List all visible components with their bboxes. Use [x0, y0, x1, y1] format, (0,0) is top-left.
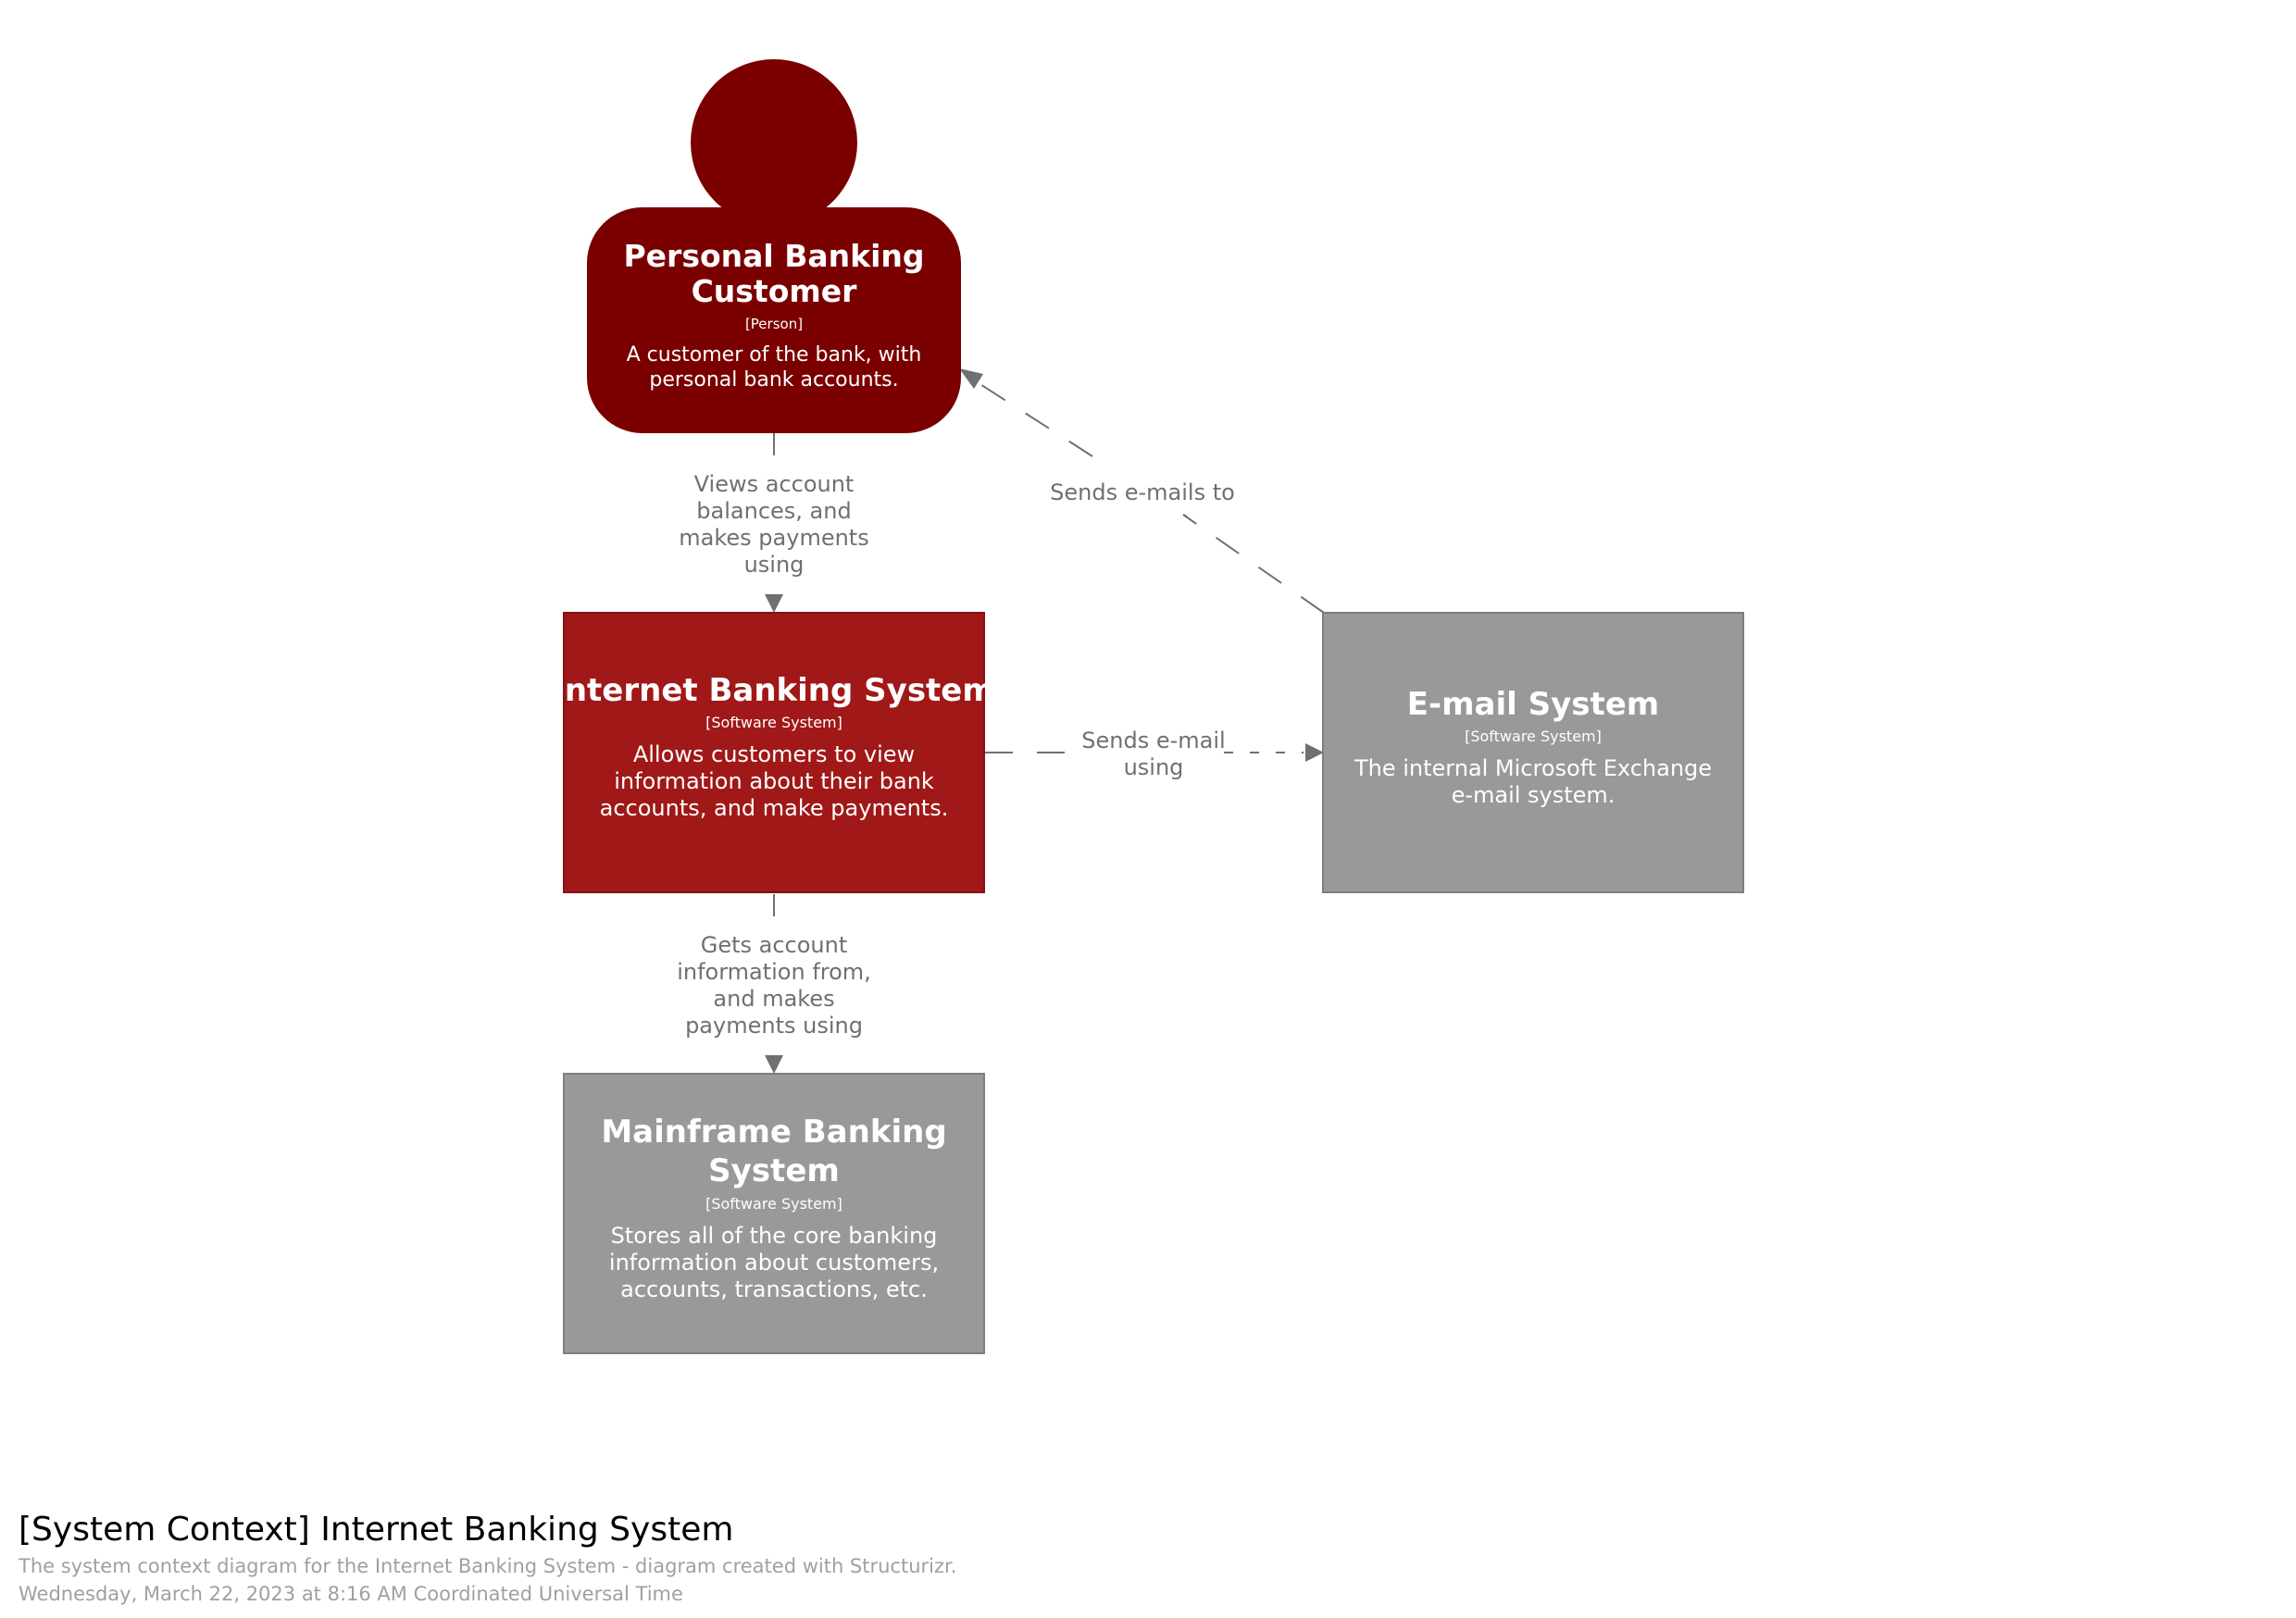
node-email-system[interactable]: E-mail System [Software System] The inte…	[1322, 612, 1744, 893]
edge-email-to-customer	[959, 368, 1325, 614]
edge-label-line: Sends e-mail	[1081, 728, 1225, 753]
node-box	[563, 612, 985, 893]
edge-label-line: using	[744, 552, 805, 578]
node-type: [Software System]	[1465, 728, 1602, 745]
node-type: [Software System]	[705, 1195, 842, 1213]
edge-customer-to-internet-banking	[765, 433, 783, 613]
node-description: accounts, transactions, etc.	[620, 1276, 928, 1302]
edge-label-line: Gets account	[701, 932, 848, 958]
node-box	[1322, 612, 1744, 893]
edge-label-line: Views account	[694, 471, 855, 497]
node-box	[563, 1073, 985, 1354]
node-description: The internal Microsoft Exchange	[1354, 755, 1712, 781]
edge-label-line: information from,	[677, 959, 871, 985]
node-title: Mainframe Banking	[601, 1114, 946, 1151]
node-title: System	[708, 1152, 840, 1189]
node-mainframe-banking-system[interactable]: Mainframe Banking System [Software Syste…	[563, 1073, 985, 1354]
person-head-icon	[691, 59, 857, 226]
edge-label-line: balances, and	[696, 498, 851, 524]
node-description: information about customers,	[609, 1250, 939, 1276]
diagram-title: [System Context] Internet Banking System	[19, 1511, 733, 1549]
edge-label-line: payments using	[685, 1013, 863, 1039]
node-title: Personal Banking	[623, 238, 924, 274]
edge-label-line: Sends e-mails to	[1050, 479, 1235, 505]
edges	[765, 368, 1325, 1074]
edge-internet-banking-to-mainframe	[765, 894, 783, 1074]
node-description: Allows customers to view	[633, 741, 915, 767]
diagram-footer: [System Context] Internet Banking System…	[18, 1511, 956, 1605]
node-description: e-mail system.	[1452, 782, 1616, 808]
diagram-description: The system context diagram for the Inter…	[18, 1555, 956, 1577]
node-description: personal bank accounts.	[649, 368, 898, 392]
node-type: [Software System]	[705, 714, 842, 731]
node-description: accounts, and make payments.	[600, 795, 949, 821]
diagram-timestamp: Wednesday, March 22, 2023 at 8:16 AM Coo…	[19, 1583, 683, 1605]
edge-label-line: and makes	[713, 986, 834, 1012]
node-description: information about their bank	[614, 768, 934, 794]
node-description: Stores all of the core banking	[611, 1223, 938, 1249]
person-body	[587, 207, 961, 433]
node-internet-banking-system[interactable]: Internet Banking System [Software System…	[553, 612, 995, 893]
edge-label-line: using	[1124, 754, 1184, 780]
node-personal-banking-customer[interactable]: Personal Banking Customer [Person] A cus…	[587, 59, 961, 433]
edge-internet-banking-to-email	[985, 743, 1324, 762]
node-title: Internet Banking System	[553, 672, 995, 709]
node-title: Customer	[692, 273, 858, 309]
node-description: A customer of the bank, with	[627, 343, 922, 367]
node-title: E-mail System	[1407, 686, 1659, 723]
edge-label-line: makes payments	[679, 525, 868, 551]
node-type: [Person]	[745, 316, 803, 332]
edge-labels: Views account balances, and makes paymen…	[677, 471, 1235, 1039]
